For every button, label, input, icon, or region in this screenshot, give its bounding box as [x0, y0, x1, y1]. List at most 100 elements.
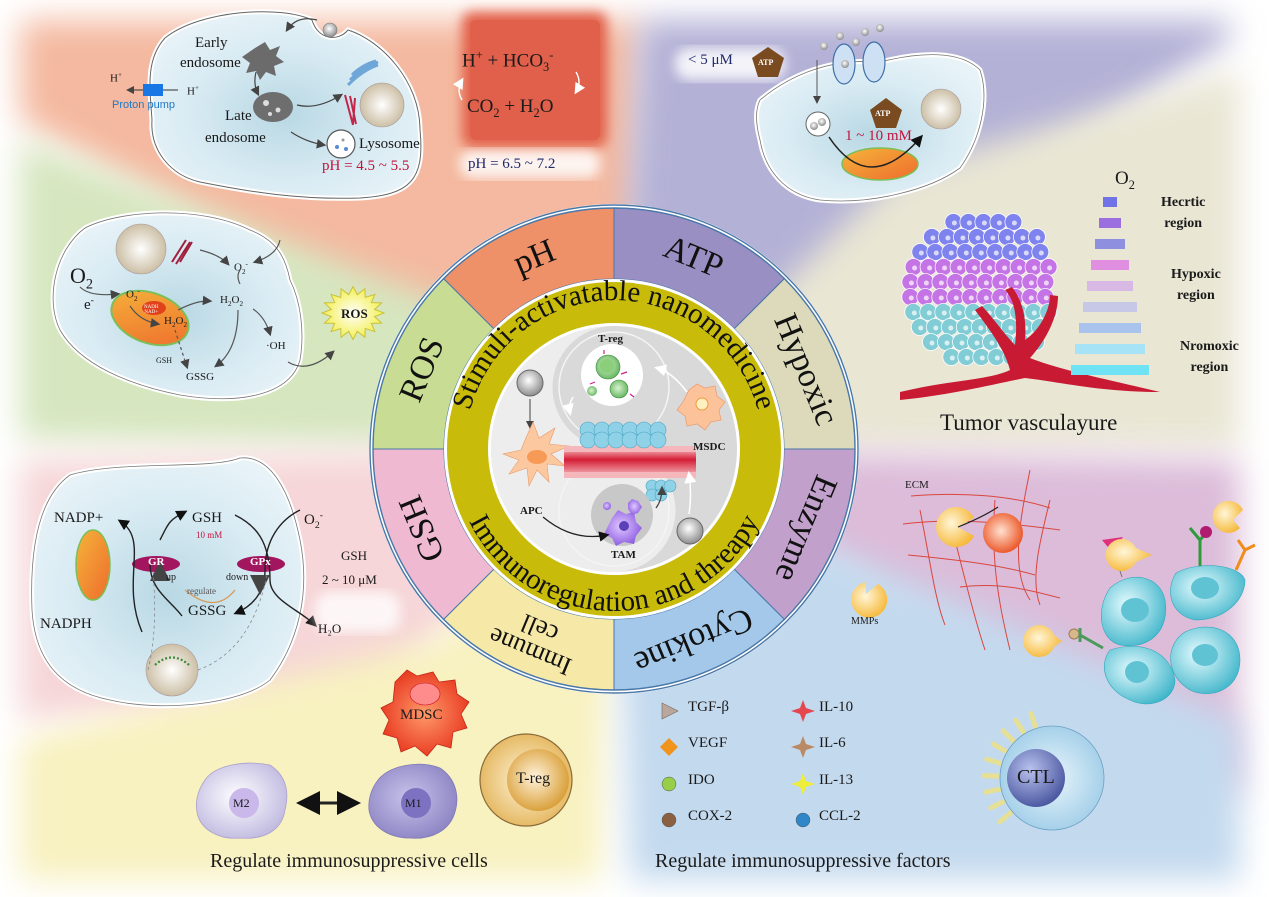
mdsc-label: MDSC — [400, 707, 443, 723]
ros-o2-label: O2 — [70, 263, 94, 293]
gsh-intracellular-conc: 10 mM — [196, 530, 223, 540]
mdsc-cell-icon — [380, 669, 470, 757]
hypoxic-panel — [900, 197, 1160, 400]
o2-level-bar — [1071, 365, 1149, 375]
nucleus-icon — [359, 82, 405, 128]
legend-cox-2-icon — [661, 812, 677, 828]
bicarbonate-equation-bottom: CO2 + H2O — [467, 96, 554, 120]
nucleus-icon — [920, 88, 962, 130]
proton-pump-icon — [143, 84, 163, 96]
legend-tgf--icon — [661, 702, 679, 720]
mitochondrion-icon — [841, 147, 919, 181]
inner-treg-label: T-reg — [598, 333, 624, 345]
o2-level-bar — [1099, 218, 1121, 228]
gsh-panel — [29, 455, 400, 709]
mmp-enzyme-icon — [851, 582, 888, 618]
mito-superoxide-label: O2- — [126, 287, 140, 303]
tumor-cluster-icon — [579, 421, 677, 502]
ros-gsh-label: GSH — [156, 356, 173, 365]
blood-vessel-icon — [564, 446, 696, 478]
immune-panel-bg — [20, 449, 614, 880]
mmps-label: MMPs — [851, 616, 879, 627]
ros-panel — [50, 210, 386, 402]
ros-gssg-label: GSSG — [186, 371, 215, 383]
late-endosome-label: Late — [225, 108, 252, 124]
nanoparticle-icon — [322, 22, 338, 38]
inner-apc-label: APC — [520, 505, 543, 517]
o2-gradient-bars — [1071, 197, 1149, 375]
proton-in-label: H+ — [187, 84, 199, 98]
immune-panel — [196, 669, 573, 839]
cytokine-panel — [660, 700, 1105, 831]
enzyme-panel-bg — [614, 449, 1240, 800]
inner-msdc-label: MSDC — [693, 441, 726, 453]
enzyme-panel — [851, 469, 1256, 705]
golgi-icon — [346, 59, 379, 87]
ros-badge: ROS — [341, 306, 368, 321]
atp-pentagon-icon — [752, 47, 784, 77]
nanoparticle-icon — [676, 517, 704, 545]
mmp-enzyme-icon — [1212, 500, 1243, 533]
o2-level-bar — [1079, 323, 1141, 333]
atp-extracellular-label: < 5 μM — [688, 52, 733, 68]
o2-level-bar — [1095, 239, 1125, 249]
proton-out-label: H+ — [110, 71, 122, 85]
lysosome-icon — [326, 129, 356, 159]
nanoparticle-icon — [516, 369, 544, 397]
m2-label: M2 — [233, 796, 250, 810]
cytokine-legend-icons — [660, 700, 815, 828]
o2-level-bar — [1103, 197, 1117, 207]
h2o2-label: H2O2 — [220, 294, 244, 309]
legend-ido-icon — [661, 776, 677, 792]
atp-pentagon-icon — [870, 98, 902, 128]
inner-tam-label: TAM — [611, 549, 636, 561]
nucleus-icon — [145, 643, 199, 697]
mitochondrion-icon — [75, 529, 111, 601]
early-endosome-label-2: endosome — [180, 55, 241, 71]
m1-label: M1 — [405, 796, 422, 810]
down-label: down — [226, 572, 249, 583]
legend-vegf: VEGF — [688, 735, 728, 751]
ros-burst-icon — [320, 285, 386, 341]
legend-il-13: IL-13 — [819, 772, 854, 788]
early-endosome-label: Early — [195, 35, 228, 51]
atp-badge-outside: ATP — [758, 58, 774, 67]
er-icon — [171, 239, 193, 265]
nucleus-icon — [115, 223, 167, 275]
late-endosome-icon — [253, 92, 293, 122]
gsh-extracellular-label: GSH — [341, 548, 368, 563]
proton-pump-label: Proton pump — [112, 99, 175, 111]
lysosome-label: Lysosome — [359, 136, 420, 152]
up-label: up — [166, 572, 176, 583]
gsh-extracellular-conc: 2 ~ 10 μM — [322, 572, 377, 587]
mmp-enzyme-icon — [1105, 539, 1152, 571]
legend-vegf-icon — [660, 738, 678, 756]
superoxide-label: O2- — [234, 260, 248, 276]
legend-ccl-2: CCL-2 — [819, 808, 861, 824]
gsh-intracellular-label: GSH — [192, 510, 223, 526]
late-endosome-label-2: endosome — [205, 130, 266, 146]
ph-panel — [126, 9, 424, 201]
atp-panel — [675, 24, 987, 204]
vesicle-icon — [805, 111, 831, 137]
treg-label: T-reg — [516, 770, 551, 787]
regulate-label: regulate — [187, 586, 216, 596]
ctl-cell-icon — [981, 710, 1105, 831]
legend-ido: IDO — [688, 772, 715, 788]
legend-ccl-2-icon — [795, 812, 811, 828]
ecm-label: ECM — [905, 479, 929, 491]
extracellular-ph-label: pH = 6.5 ~ 7.2 — [468, 156, 556, 172]
drug-particle-icon — [983, 513, 1023, 553]
legend-tgf-beta: TGF-β — [688, 699, 729, 715]
hydroxyl-label: ·OH — [266, 340, 286, 352]
ctl-label: CTL — [1017, 766, 1055, 788]
mmp-enzyme-icon — [936, 507, 974, 547]
legend-cox-2: COX-2 — [688, 808, 733, 824]
water-label: H₂O — [318, 621, 342, 636]
mitochondrion-icon — [110, 289, 190, 347]
legend-il-6-icon — [791, 736, 815, 758]
